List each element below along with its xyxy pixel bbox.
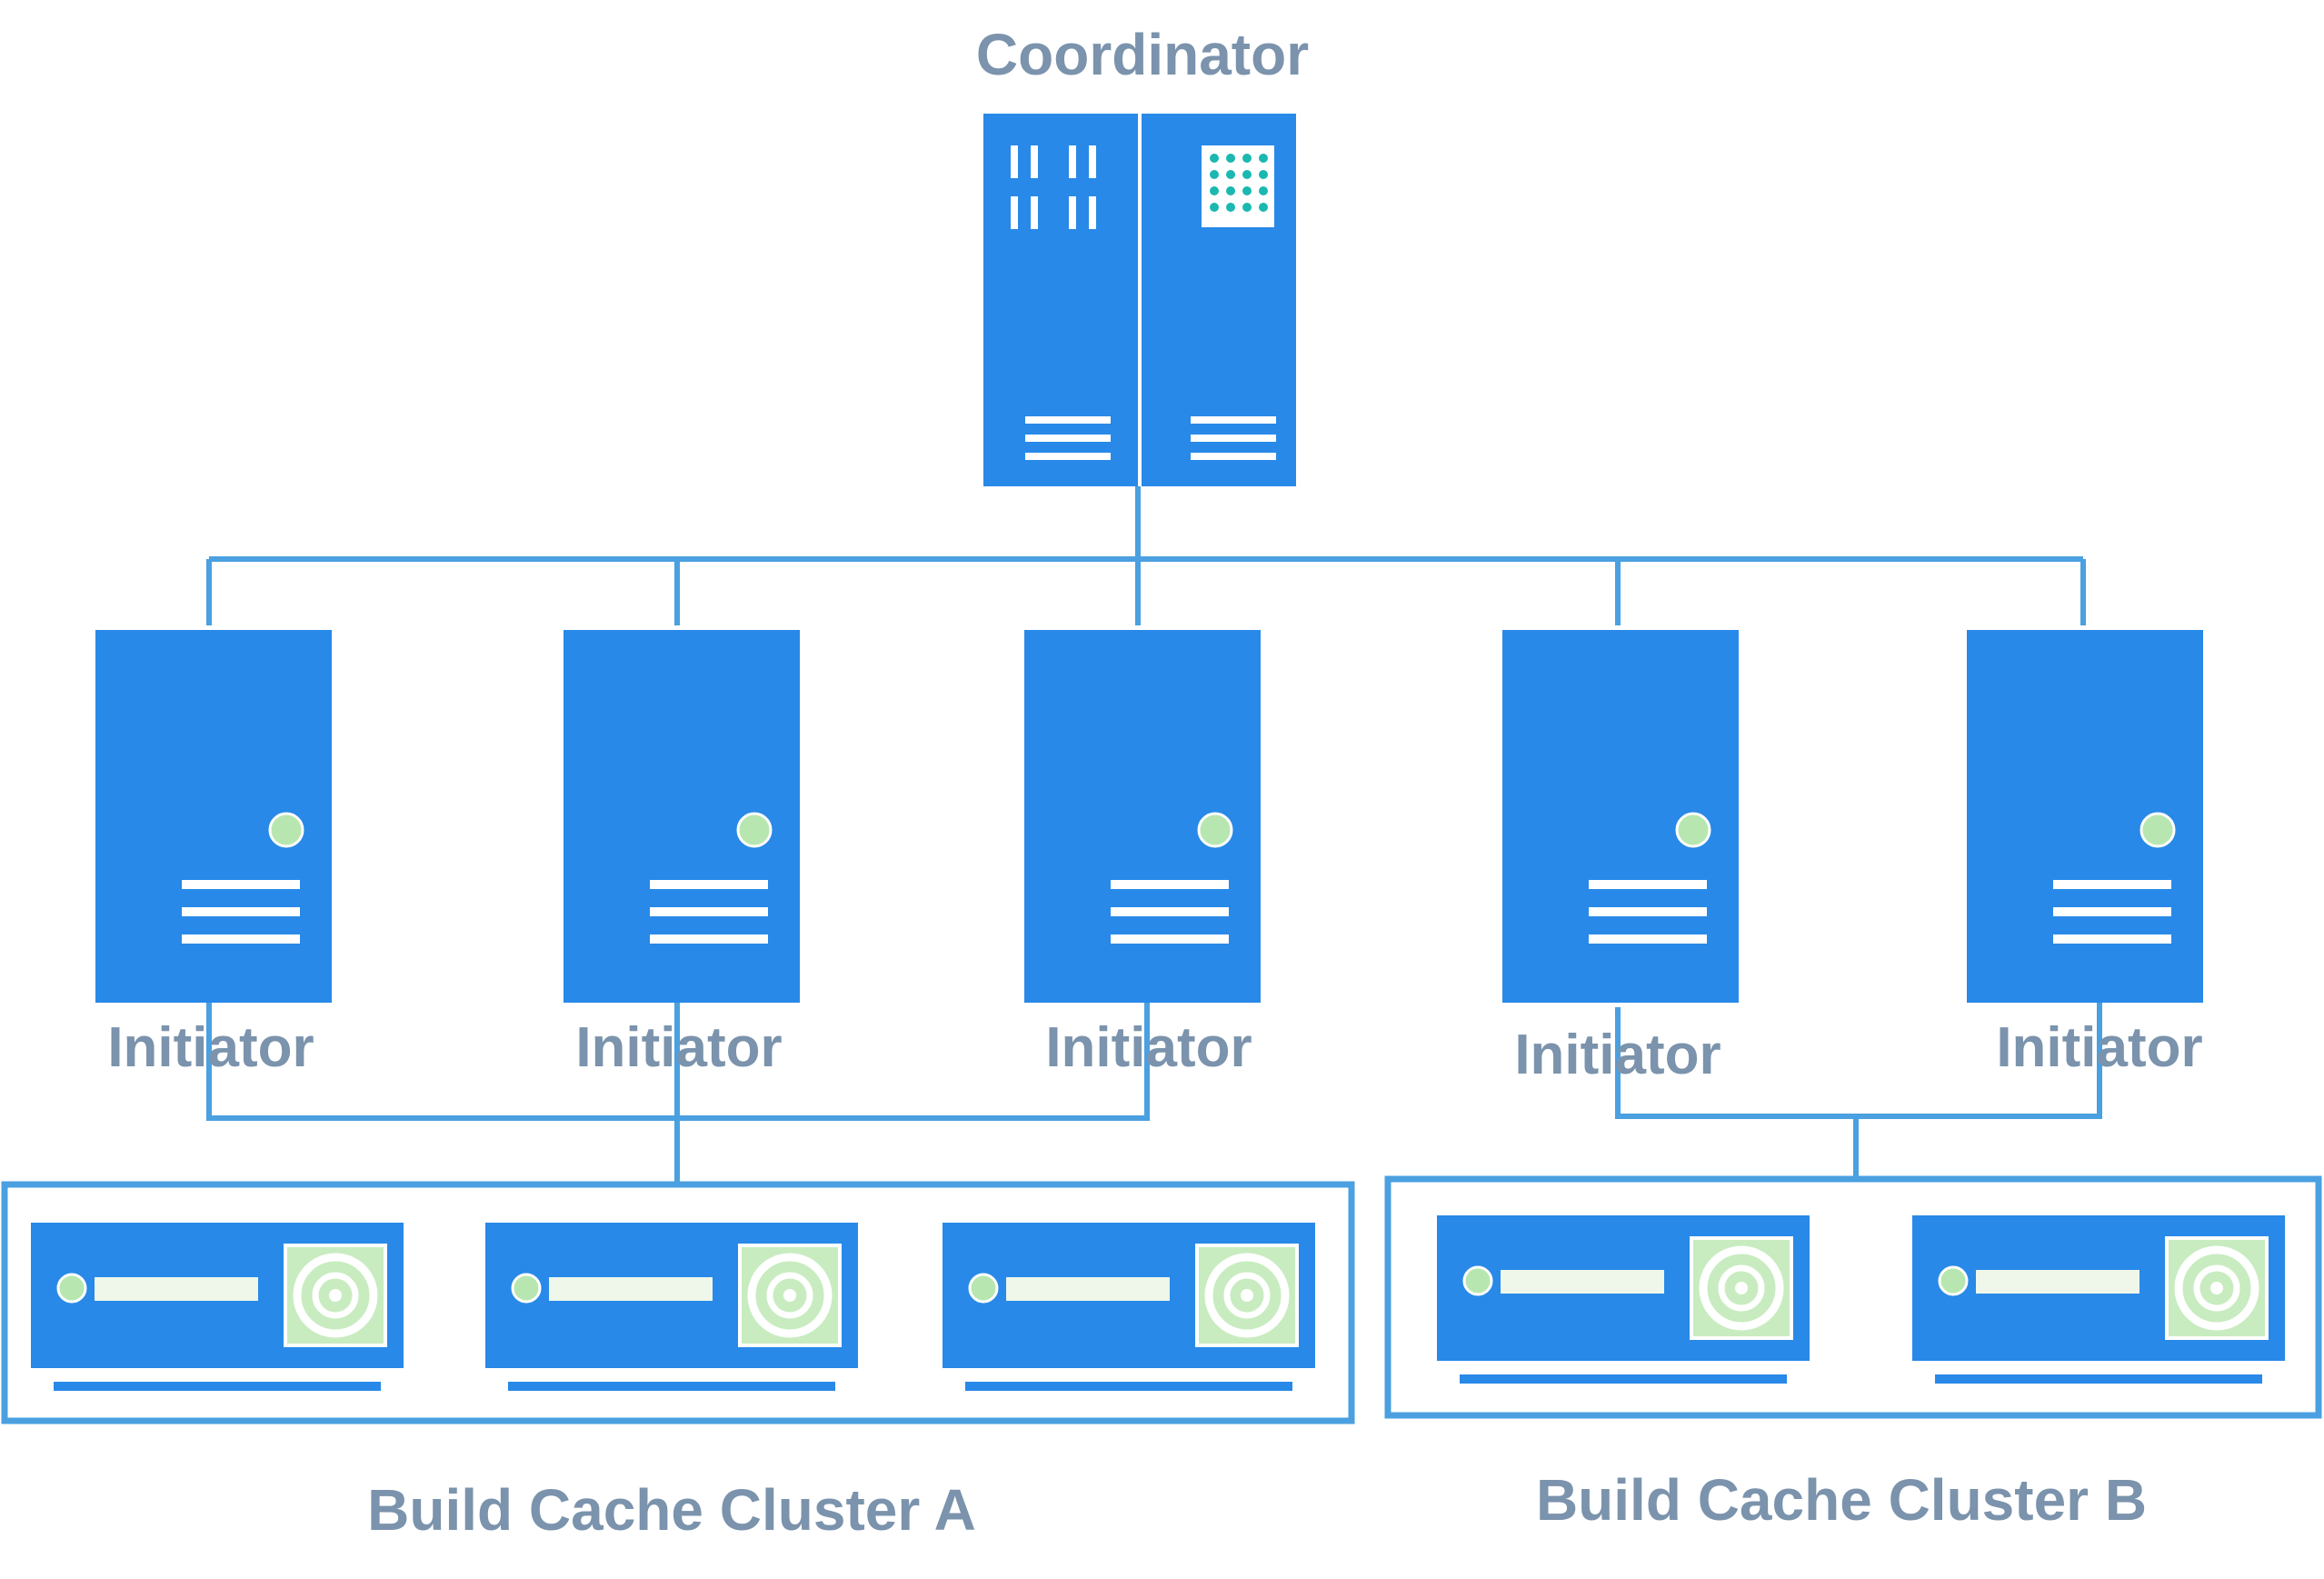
cache-server-icon xyxy=(485,1223,858,1391)
initiators-to-cluster-a-link xyxy=(206,1000,1150,1184)
initiator-label: Initiator xyxy=(575,1016,782,1079)
coordinator-to-initiators-link xyxy=(206,486,2086,625)
initiator-node: Initiator xyxy=(1022,628,1262,1079)
cluster-a-frame xyxy=(1,1181,1355,1424)
initiator-server-icon xyxy=(562,628,802,1004)
cache-server-icon xyxy=(31,1223,404,1391)
cluster-b-label: Build Cache Cluster B xyxy=(1536,1467,2147,1533)
initiator-node: Initiator xyxy=(1501,628,1741,1086)
initiator-label: Initiator xyxy=(1045,1016,1252,1079)
cluster-a-label: Build Cache Cluster A xyxy=(367,1477,976,1543)
initiator-label: Initiator xyxy=(1514,1024,1721,1086)
cluster-b-frame xyxy=(1384,1175,2322,1419)
cache-server-icon xyxy=(1912,1215,2285,1384)
initiator-label: Initiator xyxy=(1996,1016,2202,1079)
initiators-to-cluster-b-link xyxy=(1615,1000,2102,1179)
initiator-node: Initiator xyxy=(94,628,334,1079)
initiator-server-icon xyxy=(94,628,334,1004)
build-cache-cluster-b: Build Cache Cluster B xyxy=(1384,1175,2322,1533)
initiator-server-icon xyxy=(1965,628,2205,1004)
build-cache-cluster-a: Build Cache Cluster A xyxy=(1,1181,1355,1543)
coordinator-label: Coordinator xyxy=(976,22,1309,87)
initiator-server-icon xyxy=(1022,628,1262,1004)
initiator-server-icon xyxy=(1501,628,1741,1004)
coordinator-node: Coordinator xyxy=(976,22,1309,486)
initiator-node: Initiator xyxy=(562,628,802,1079)
initiator-node: Initiator xyxy=(1965,628,2205,1079)
initiator-label: Initiator xyxy=(107,1016,314,1079)
cache-server-icon xyxy=(943,1223,1315,1391)
cache-server-icon xyxy=(1437,1215,1810,1384)
connection-lines xyxy=(206,486,2102,1184)
coordinator-server-icon xyxy=(983,114,1296,486)
